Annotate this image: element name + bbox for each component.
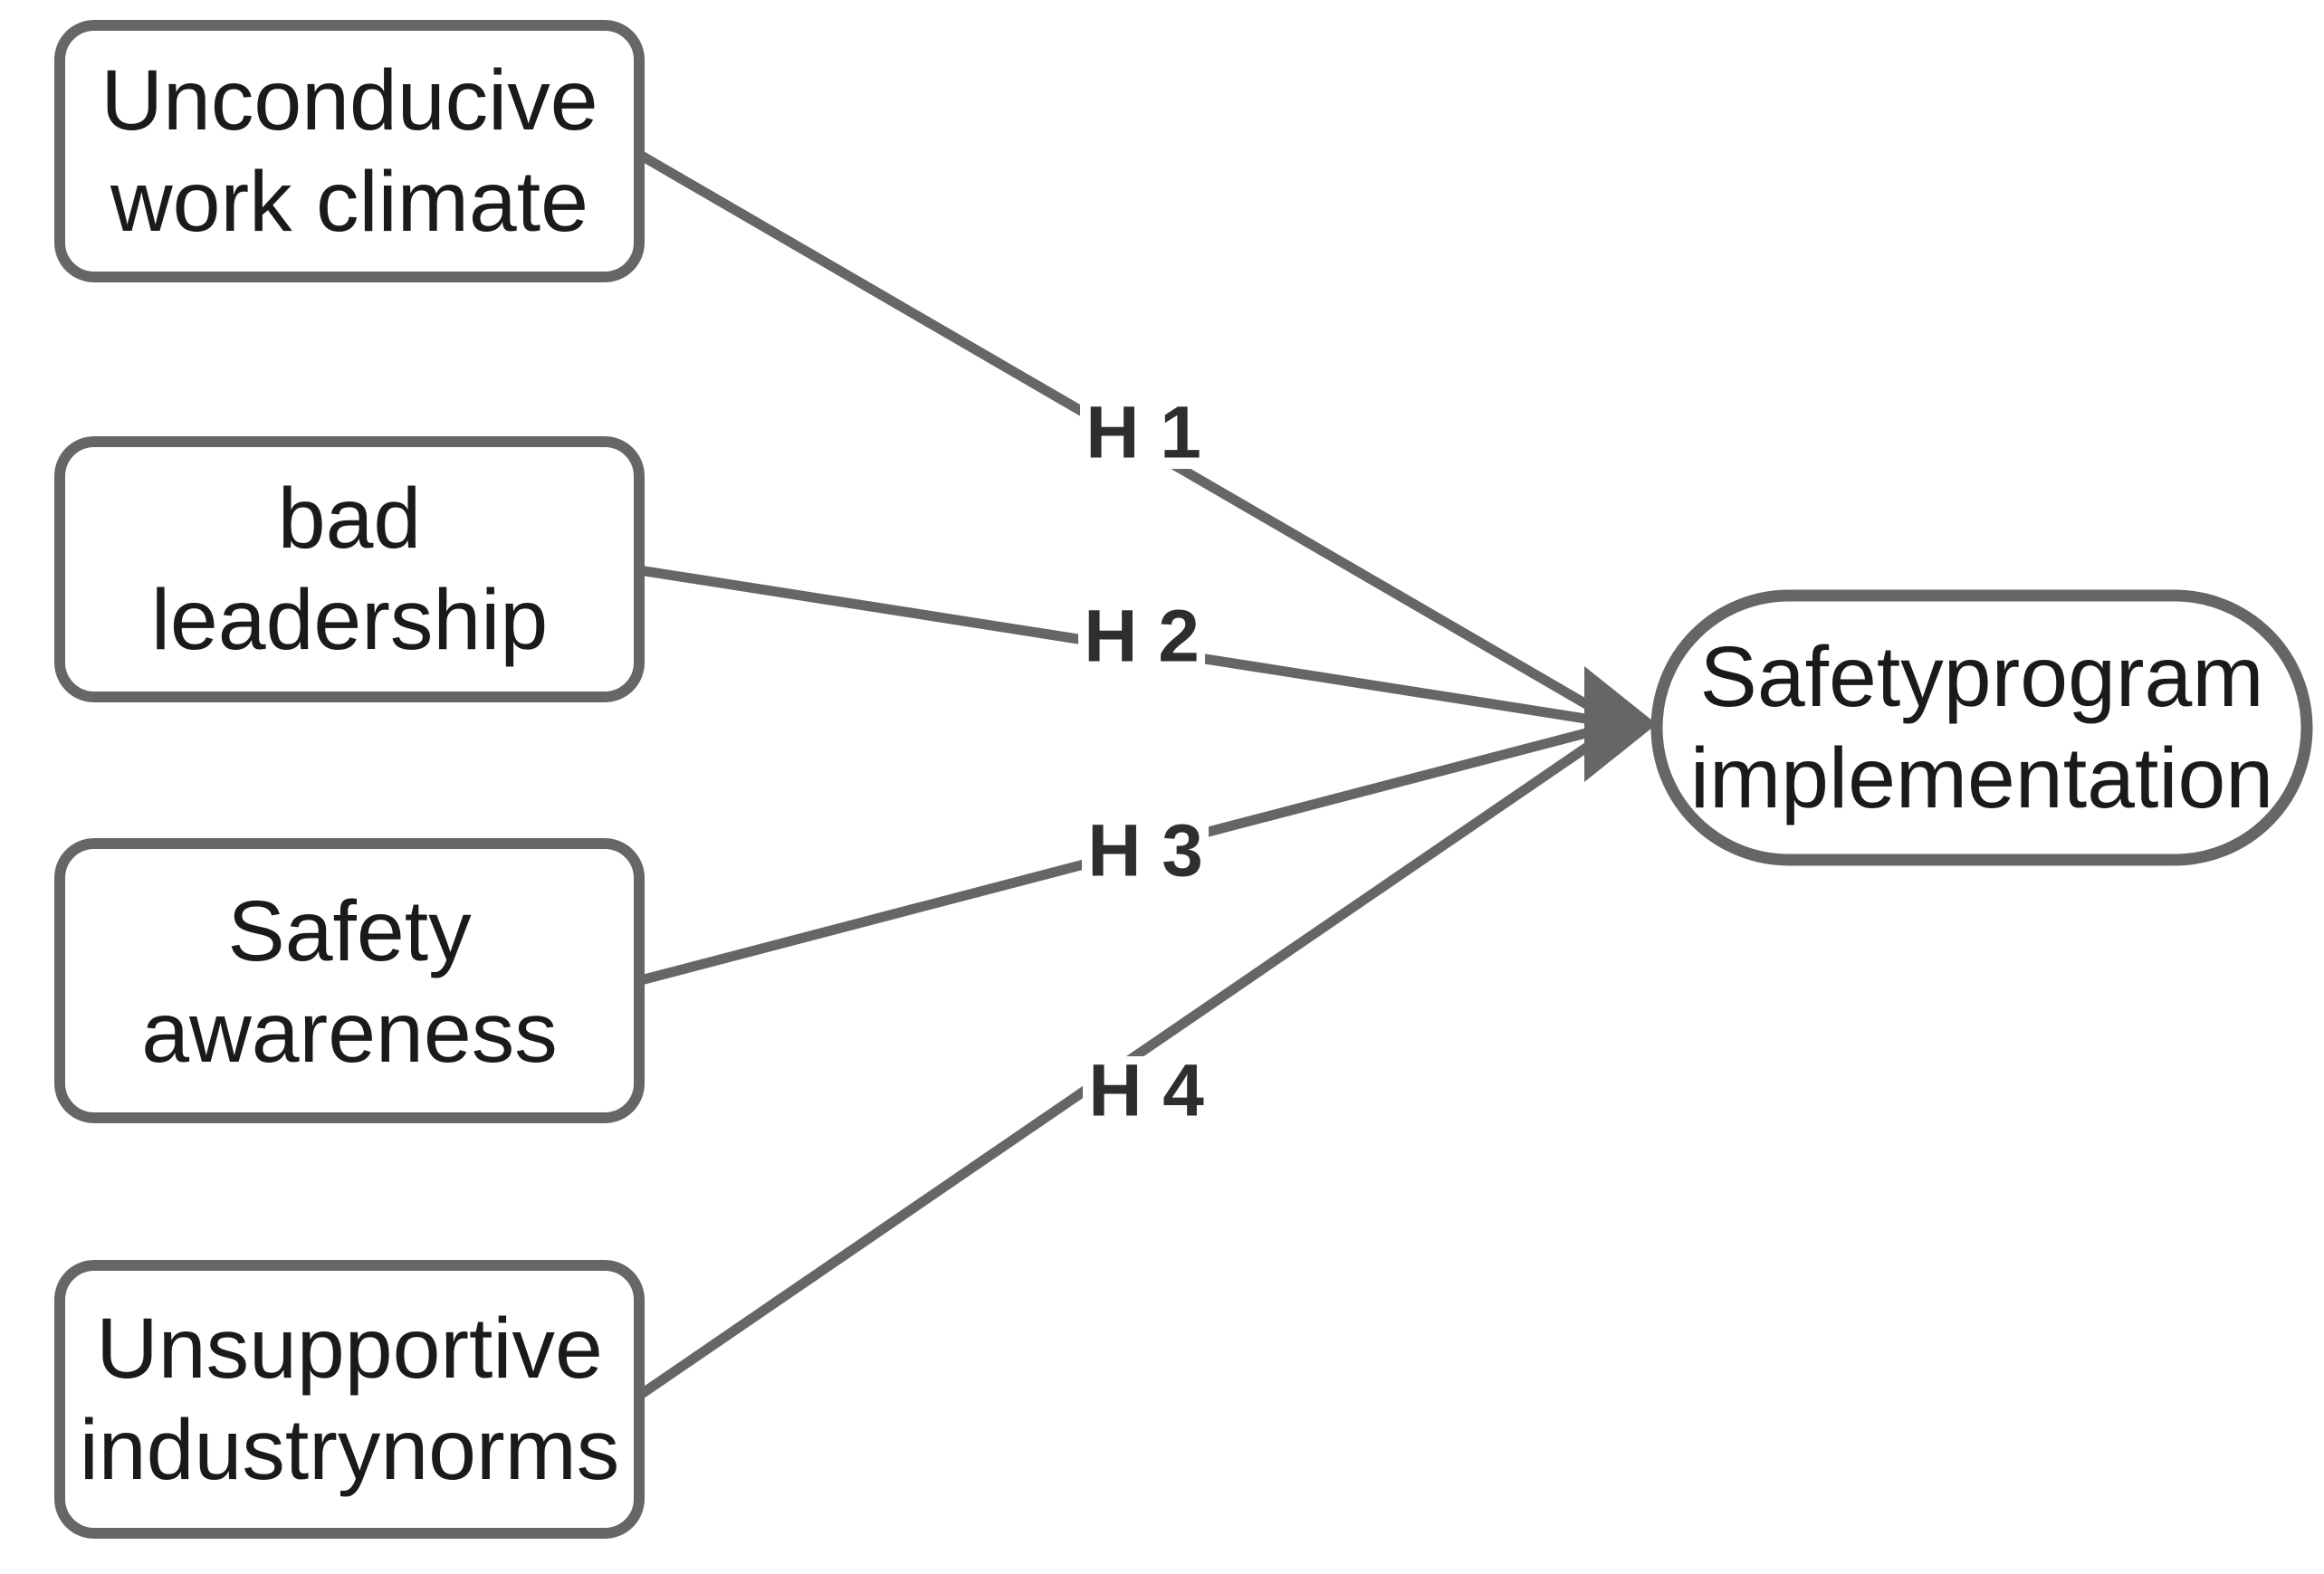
factor-2-text-line2: leadership	[151, 572, 548, 668]
factor-box-unconducive-work-climate	[54, 20, 645, 282]
factor-1-text-line1: Unconducive	[100, 52, 598, 148]
factor-node-unsupportive-industrynorms: Unsupportive industrynorms	[54, 1260, 645, 1539]
factor-box-bad-leadership	[54, 436, 645, 702]
factor-4-text-line2: industrynorms	[80, 1402, 620, 1498]
factor-box-unsupportive-industrynorms	[54, 1260, 645, 1539]
hypothesis-label-h3: H 3	[1087, 810, 1203, 892]
hypothesis-label-bg-h4	[1083, 1056, 1210, 1127]
hypothesis-label-bg-h1	[1080, 398, 1207, 469]
factor-node-bad-leadership: bad leadership	[54, 436, 645, 702]
hypothesis-label-bg-h2	[1078, 602, 1205, 673]
hypothesis-label-h1: H 1	[1085, 392, 1201, 474]
factor-3-text-line2: awareness	[141, 985, 557, 1081]
hypothesis-labels: H 1 H 2 H 3 H 4	[1078, 392, 1210, 1132]
hypothesis-label-bg-h3	[1082, 816, 1209, 887]
outcome-text-line2: implementation	[1690, 730, 2273, 826]
outcome-stadium	[1650, 589, 2313, 866]
factor-2-text-line1: bad	[278, 471, 422, 567]
factor-4-text-line1: Unsupportive	[96, 1301, 603, 1397]
factor-node-unconducive-work-climate: Unconducive work climate	[54, 20, 645, 282]
outcome-text-line1: Safetyprogram	[1699, 629, 2263, 725]
factor-box-safety-awareness	[54, 838, 645, 1123]
hypothesis-label-h4: H 4	[1088, 1050, 1204, 1132]
hypothesis-label-h2: H 2	[1084, 596, 1200, 678]
edges	[630, 147, 1624, 1404]
arrowhead-icon	[1584, 666, 1657, 782]
factor-1-text-line2: work climate	[110, 154, 588, 250]
factor-node-safety-awareness: Safety awareness	[54, 838, 645, 1123]
outcome-node-safetyprogram-implementation: Safetyprogram implementation	[1650, 589, 2313, 866]
factor-3-text-line1: Safety	[227, 883, 472, 979]
